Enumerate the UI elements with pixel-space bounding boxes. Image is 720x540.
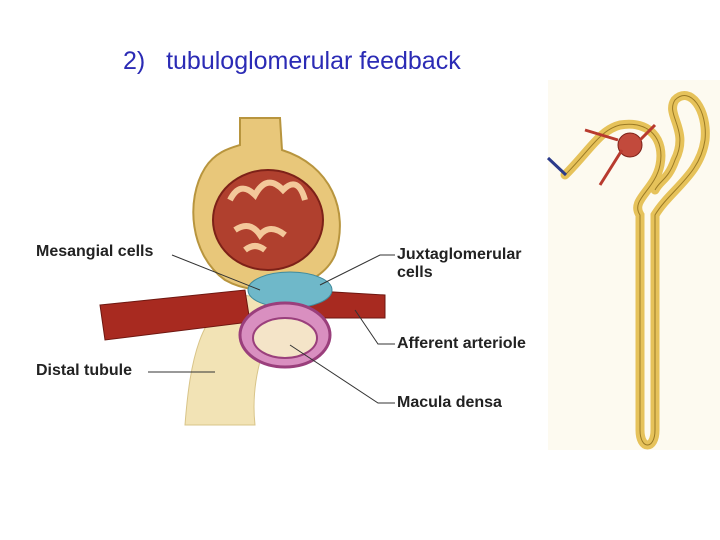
capillary-loops-shape bbox=[227, 179, 308, 253]
label-mesangial-cells: Mesangial cells bbox=[36, 243, 154, 260]
glomerulus-shape bbox=[212, 169, 324, 271]
slide-title: 2) tubuloglomerular feedback bbox=[123, 47, 461, 76]
juxtaglomerular-leader bbox=[319, 254, 395, 286]
nephron-vessels-shape bbox=[584, 123, 657, 186]
nephron-inflow-shape bbox=[546, 156, 568, 177]
label-juxtaglomerular-cells: Juxtaglomerular cells bbox=[397, 246, 521, 282]
slide-number: 2) bbox=[123, 47, 146, 75]
nephron-glomerulus-shape bbox=[617, 132, 643, 158]
label-distal-tubule: Distal tubule bbox=[36, 362, 133, 379]
macula-densa-lumen-shape bbox=[252, 317, 318, 359]
afferent-leader bbox=[354, 309, 395, 345]
nephron-tubule-outline bbox=[564, 95, 706, 446]
label-afferent-arteriole: Afferent arteriole bbox=[397, 335, 526, 352]
label-macula-densa: Macula densa bbox=[397, 394, 502, 411]
label-juxtaglomerular-line2: cells bbox=[397, 264, 433, 281]
label-juxtaglomerular-line1: Juxtaglomerular bbox=[397, 246, 522, 263]
macula-densa-leader bbox=[289, 344, 395, 404]
slide-title-text: tubuloglomerular feedback bbox=[166, 47, 461, 75]
mesangial-leader bbox=[171, 254, 261, 291]
